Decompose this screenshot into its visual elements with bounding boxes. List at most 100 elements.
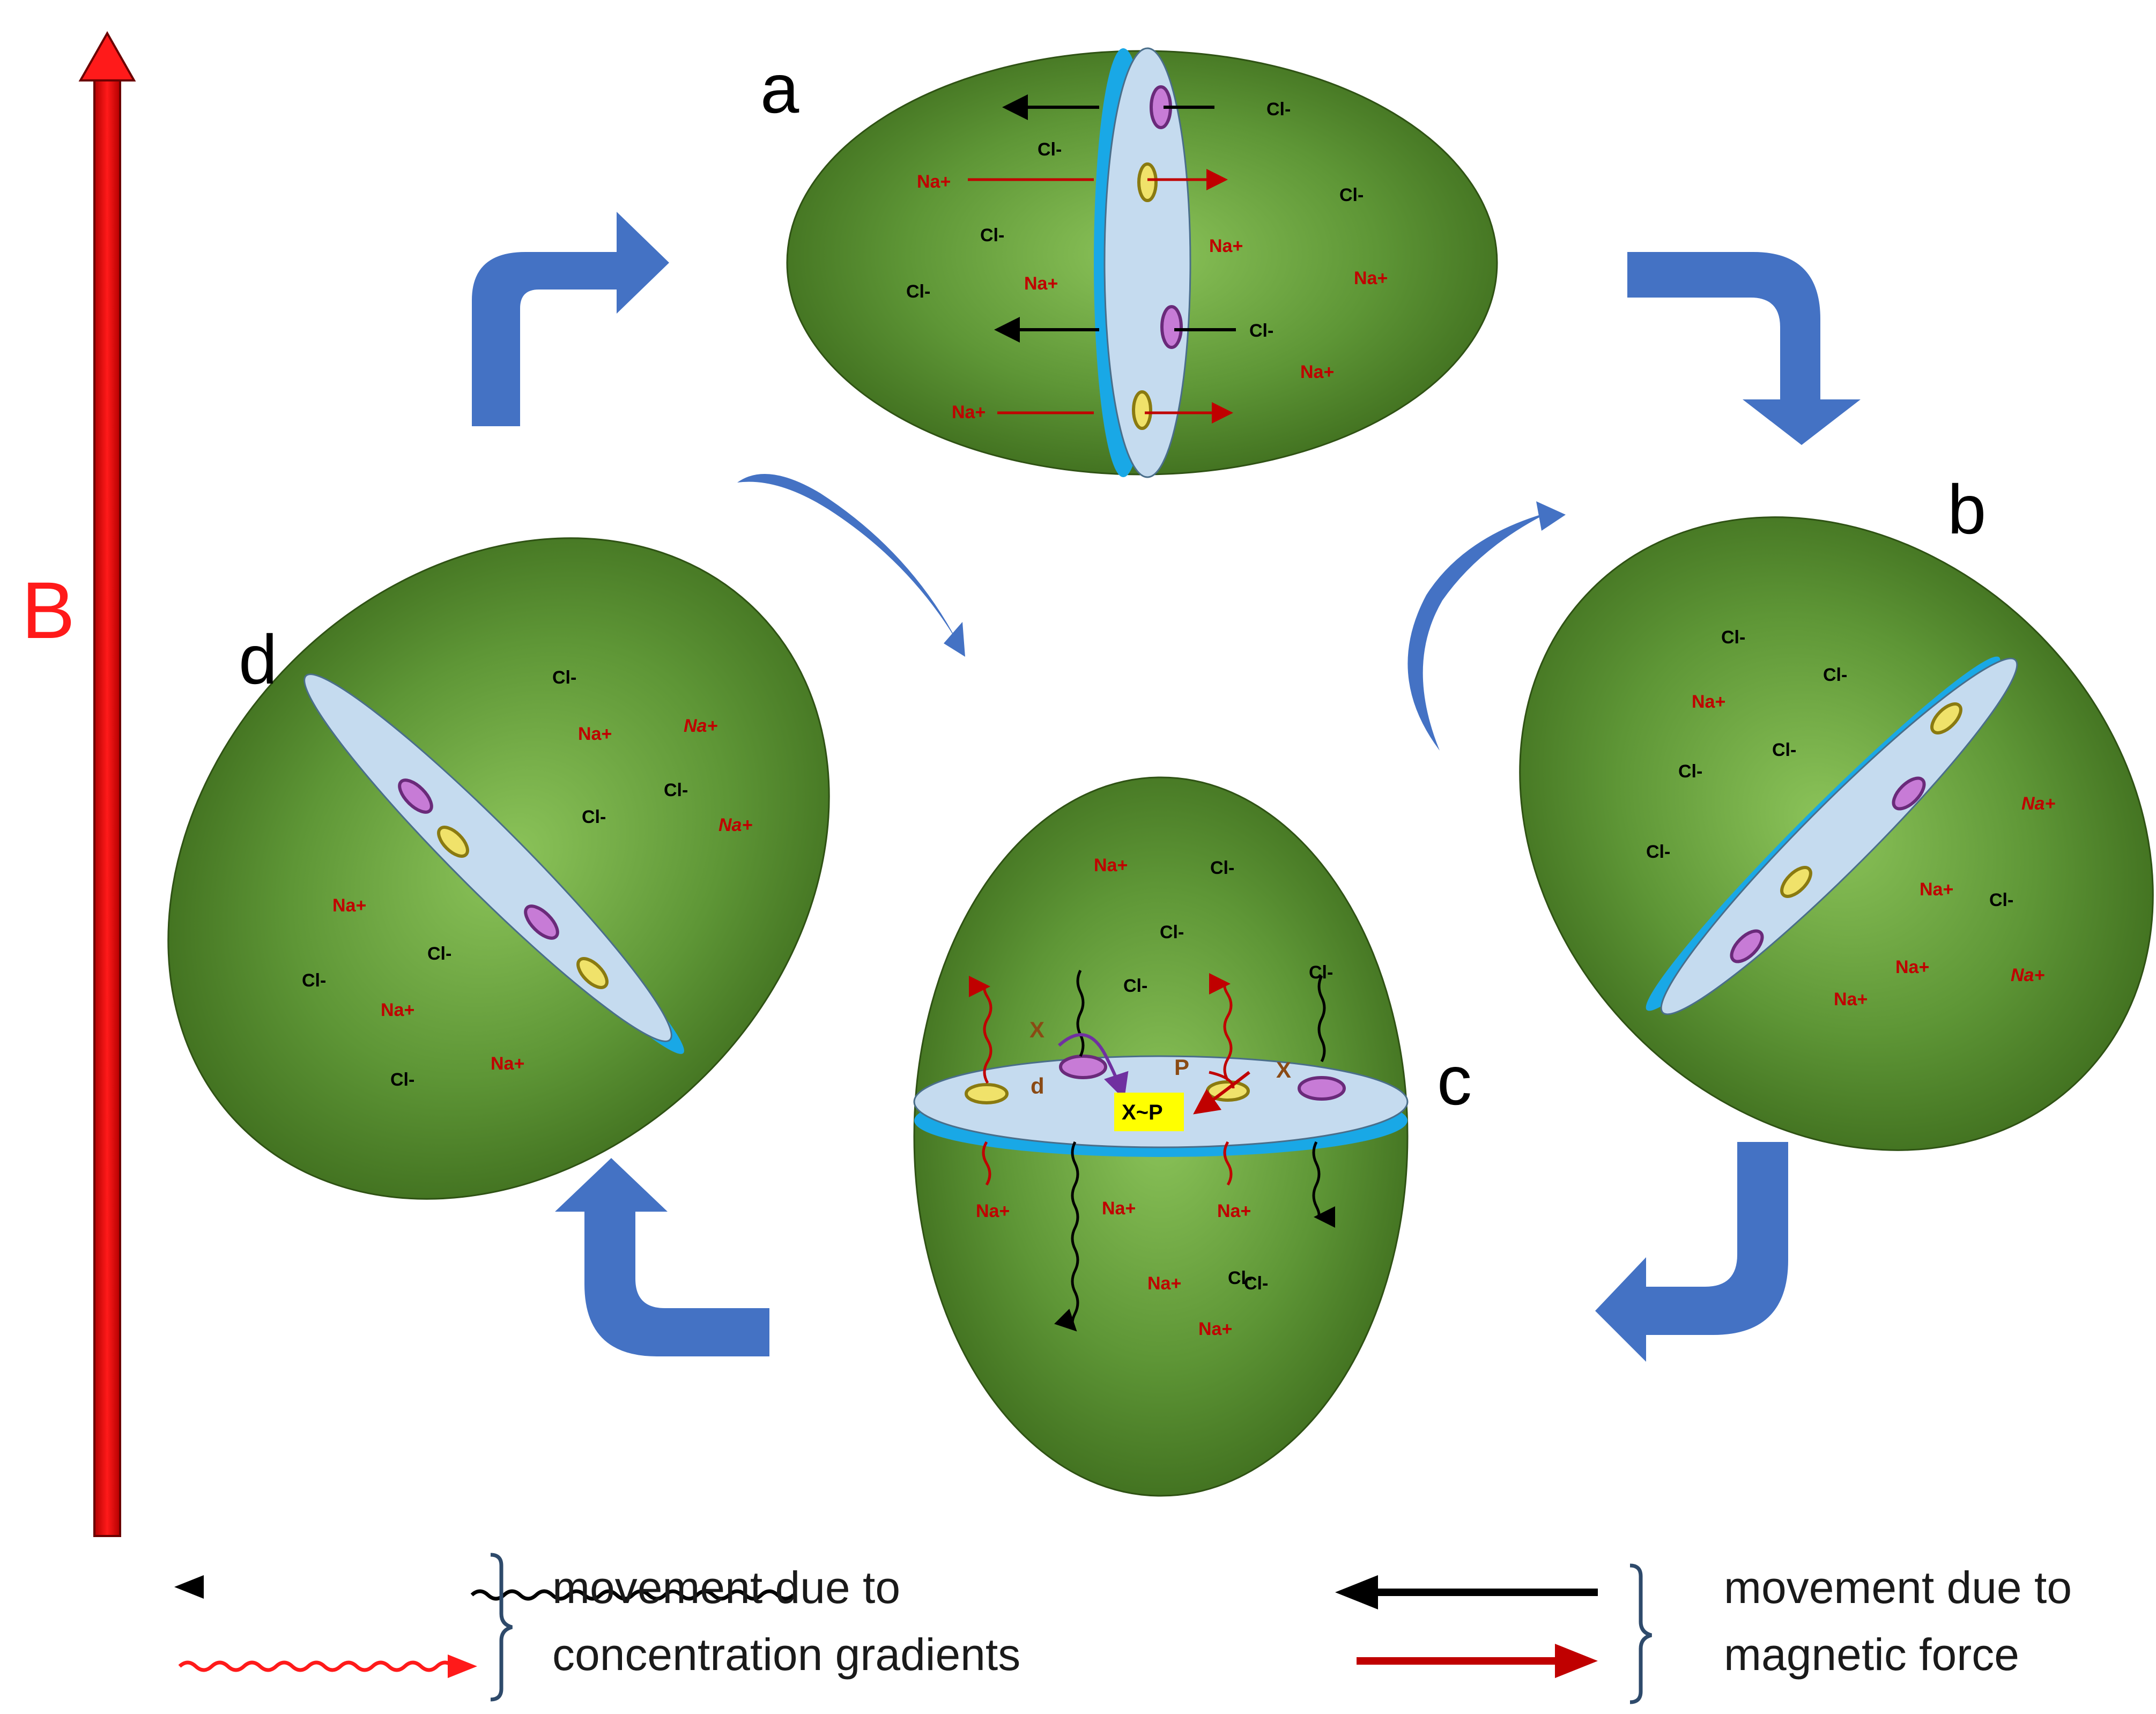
legend-brace-right	[1629, 1563, 1653, 1704]
cell-d-channel-yellow	[576, 957, 609, 989]
cycle-arrow-bottom-right	[1595, 1142, 1788, 1362]
cell-a-ion-label: Na+	[917, 172, 951, 192]
cell-b-ion-label: Na+	[1834, 989, 1868, 1010]
cell-a-channel-yellow	[1137, 162, 1158, 202]
cell-c-ion-label: Cl-	[1160, 922, 1184, 943]
cell-c-cl-wavy	[1317, 975, 1326, 1063]
cell-c-cl-wavy-down	[1054, 1141, 1079, 1332]
cell-c-d: d	[1031, 1073, 1044, 1099]
cell-d-ion-label: Cl-	[582, 807, 606, 827]
cell-c-ion-label: Na+	[1217, 1201, 1251, 1221]
cell-d-ion-label: Na+	[684, 716, 717, 736]
cell-d-ion-label: Cl-	[427, 944, 451, 964]
cell-a-ion-label: Na+	[952, 402, 986, 422]
cell-b-ion-label: Na+	[2011, 965, 2044, 985]
cell-c-red-arrow-hook	[1209, 1071, 1235, 1089]
curved-arrow-left	[737, 474, 965, 657]
cell-a-ion-label: Na+	[1300, 362, 1334, 382]
cell-c-ion-label: Na+	[1094, 855, 1128, 875]
cell-c-ion-label: Cl-	[1123, 976, 1147, 996]
legend-magnetic-line1: movement due to	[1724, 1562, 2072, 1613]
cell-b-ion-label: Cl-	[1678, 761, 1702, 782]
cell-c-ion-label: Cl-	[1228, 1268, 1252, 1288]
cell-a-label: a	[760, 49, 799, 128]
legend	[174, 1553, 1653, 1704]
cell-d-ions: Cl-Na+Na+Cl-Cl-Na+Na+Cl-Cl-Na+Cl-Na+	[302, 667, 752, 1090]
cell-c-cl-wavy-down	[1312, 1141, 1336, 1228]
cell-d-label: d	[239, 620, 277, 699]
legend-gradient-black-head	[174, 1575, 204, 1599]
cell-c-ions: Na+Cl-Cl-Cl-Cl-Cl-Na+Na+Na+Na+Cl-Na+	[976, 855, 1333, 1339]
cell-c-ion-label: Na+	[1102, 1198, 1136, 1219]
cell-d-channel-yellow	[437, 826, 469, 858]
cell-c-ion-label: Cl-	[1309, 962, 1333, 983]
cell-d-channel-pink	[398, 778, 433, 814]
cell-b-channel-pink	[1730, 929, 1764, 963]
field-arrow	[78, 31, 136, 1537]
cell-a-channel-pink	[1160, 305, 1183, 349]
cell-c-label: c	[1437, 1041, 1472, 1119]
cell-a-ion-label: Cl-	[906, 281, 930, 302]
cell-c-ion-label: Cl-	[1244, 1273, 1268, 1294]
cell-c-cl-wavy	[1076, 969, 1085, 1057]
cell-c-na-wavy-tail	[982, 1141, 991, 1186]
cell-b-channel-pink	[1892, 776, 1926, 811]
cell-b-ion-label: Cl-	[1772, 740, 1796, 760]
cell-d-ion-label: Na+	[332, 895, 366, 916]
cycle-arrow-top-right	[1627, 252, 1861, 445]
cycle-arrow-bottom-left	[555, 1158, 769, 1356]
legend-gradient-black-line	[470, 1589, 795, 1601]
cell-d-ion-label: Cl-	[390, 1070, 414, 1090]
cell-c-x-left: X	[1029, 1017, 1044, 1042]
cell-d-ion-label: Na+	[381, 1000, 414, 1020]
field-label: B	[21, 565, 75, 655]
cell-d	[167, 537, 830, 1200]
cell-b-ions: Cl-Cl-Cl-Cl-Cl-Cl-Na+Na+Na+Na+Na+Na+	[1646, 627, 2055, 1010]
cell-c-channel-pink	[1059, 1055, 1107, 1079]
cell-c	[913, 776, 1409, 1497]
cell-c-product: X~P	[1122, 1101, 1163, 1124]
cell-c-ion-label: Na+	[1198, 1319, 1232, 1339]
cell-d-channel-pink	[524, 904, 559, 940]
cell-b-channel-yellow	[1930, 702, 1962, 734]
legend-magnetic-black-head	[1335, 1575, 1378, 1609]
cell-a-channel-yellow	[1132, 390, 1152, 430]
cell-a-ion-label: Cl-	[1249, 321, 1273, 341]
curved-arrow-right	[1407, 501, 1566, 751]
cell-b-ion-label: Na+	[1920, 879, 1953, 900]
legend-concentration-line2: concentration gradients	[552, 1629, 1020, 1680]
cell-a	[786, 47, 1498, 478]
cell-a-ion-label: Cl-	[980, 225, 1004, 246]
cell-b-ion-label: Cl-	[1989, 890, 2013, 910]
cell-c-na-wavy-up	[968, 976, 992, 1084]
cell-d-ion-label: Na+	[718, 815, 752, 835]
cell-a-ion-label: Cl-	[1038, 139, 1062, 160]
cell-a-ions: Cl-Cl-Cl-Cl-Cl-Cl-Na+Na+Na+Na+Na+Na+	[906, 99, 1388, 422]
cell-d-ion-label: Cl-	[664, 780, 688, 800]
legend-brace-left	[490, 1553, 513, 1702]
cell-d-ion-label: Cl-	[302, 970, 326, 991]
cell-c-ion-label: Cl-	[1210, 858, 1234, 878]
cell-a-ion-label: Na+	[1024, 273, 1058, 294]
cycle-arrow-top-left	[472, 212, 669, 426]
cell-b-label: b	[1947, 470, 1986, 548]
cell-c-purple-arrow	[1057, 1033, 1129, 1100]
cell-a-ion-label: Na+	[1354, 268, 1388, 288]
cell-c-channel-yellow	[965, 1083, 1009, 1104]
legend-gradient-red-head	[448, 1654, 477, 1678]
cell-c-ion-label: Na+	[976, 1201, 1010, 1221]
cell-d-ion-label: Na+	[578, 724, 612, 744]
cell-b-ion-label: Cl-	[1823, 665, 1847, 685]
cell-b-ion-label: Cl-	[1646, 842, 1670, 862]
cell-c-red-arrow	[1193, 1071, 1250, 1115]
legend-magnetic-red-head	[1555, 1644, 1598, 1678]
cell-b-membrane	[1660, 657, 2018, 1015]
cell-c-product-box	[1114, 1093, 1184, 1131]
cell-d-ion-label: Na+	[491, 1053, 524, 1074]
cell-b-channel-yellow	[1780, 866, 1812, 898]
cell-b-ion-label: Na+	[1692, 692, 1725, 712]
cell-b-ion-label: Cl-	[1721, 627, 1745, 648]
cell-c-na-wavy-tail	[1223, 1141, 1233, 1186]
cell-a-membrane	[1103, 47, 1191, 478]
